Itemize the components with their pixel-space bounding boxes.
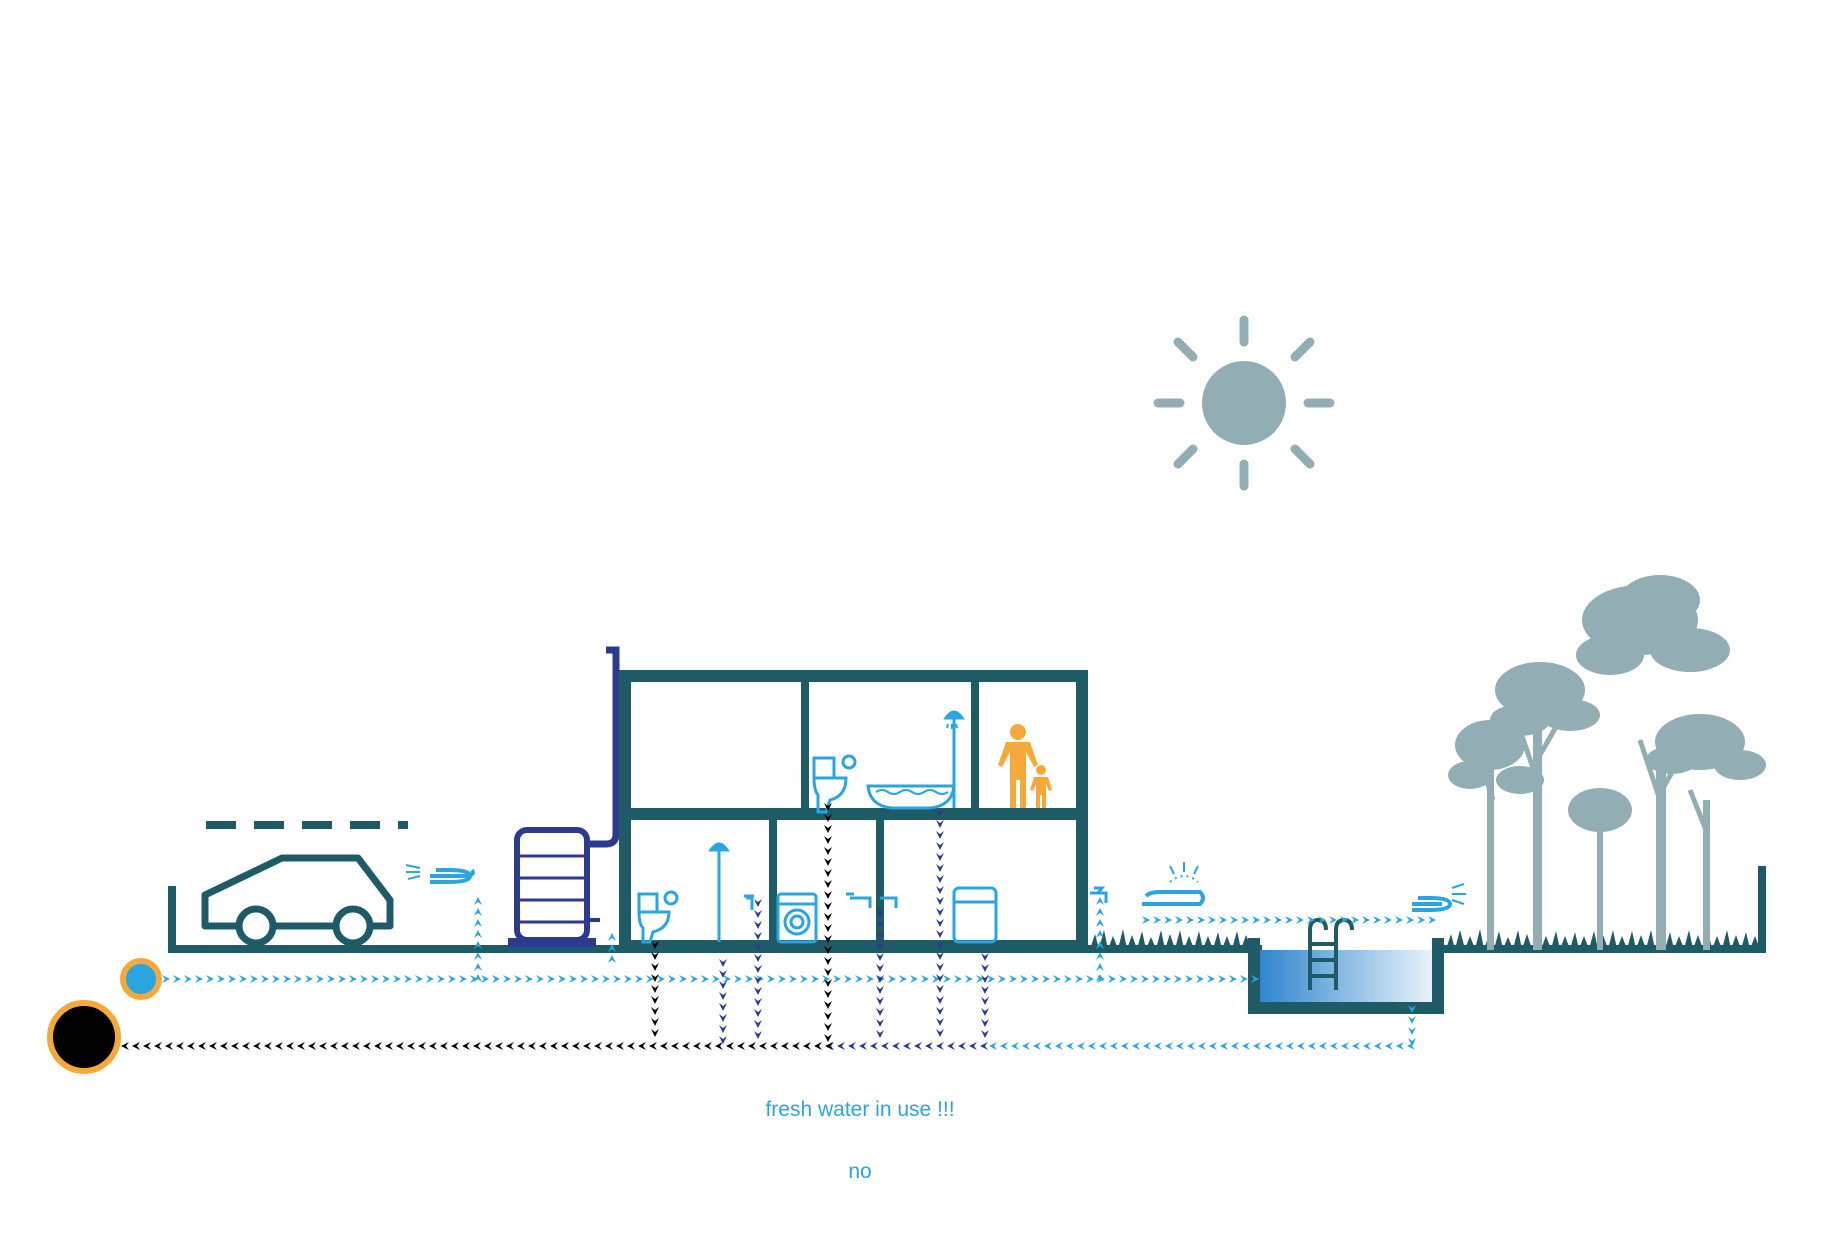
grey-water-sink-flow [876, 909, 884, 1038]
pool [1248, 938, 1444, 1014]
flow-lines [121, 803, 1436, 1050]
bathtub-icon [866, 718, 956, 810]
downstairs-shower-icon [708, 842, 730, 942]
mains-supply-icon [120, 958, 162, 1000]
sun-icon [1153, 315, 1335, 491]
status-caption: fresh water in use !!! [765, 1098, 954, 1121]
fresh-water-main-flow [162, 975, 1259, 983]
fridge-icon [952, 886, 998, 944]
grey-water-bath-flow [936, 809, 944, 1037]
sink-tap-icon [744, 892, 898, 910]
fresh-water-riser-hose [474, 897, 482, 982]
washing-machine-icon [776, 892, 818, 944]
answer-caption: no [848, 1160, 871, 1183]
garden-hose-trees-icon [1412, 883, 1466, 912]
shower-icon [943, 710, 965, 808]
fresh-water-riser-tank [608, 933, 616, 963]
tree-icon [1448, 575, 1766, 950]
adult-person-icon [998, 724, 1038, 808]
sprinkler-icon [1142, 862, 1205, 906]
black-water-upstairs-toilet-flow [824, 803, 832, 1042]
toilet-icon [637, 890, 679, 944]
fresh-water-garden-flow [1142, 916, 1436, 924]
upstairs-toilet-icon [812, 754, 857, 814]
fresh-water-riser-outside-tap [1096, 897, 1104, 982]
pool-to-sewer-flow [989, 1042, 1415, 1050]
house-frame [619, 670, 1088, 952]
outside-tap-icon [1090, 886, 1108, 903]
child-person-icon [1030, 765, 1052, 808]
sewer-outlet-icon [47, 1000, 121, 1074]
grey-water-shower-flow [719, 959, 727, 1044]
garden-hose-icon [405, 864, 475, 884]
grey-water-collector-flow [826, 1042, 988, 1050]
sewer-main-flow [121, 1042, 833, 1050]
grey-water-tap-flow [754, 899, 762, 1039]
rainwater-tank-icon [508, 646, 620, 947]
car-icon [201, 821, 408, 947]
pool-drain-flow [1408, 1005, 1416, 1046]
grey-water-fridge-flow [981, 953, 989, 1038]
black-water-toilet-flow [651, 941, 659, 1037]
